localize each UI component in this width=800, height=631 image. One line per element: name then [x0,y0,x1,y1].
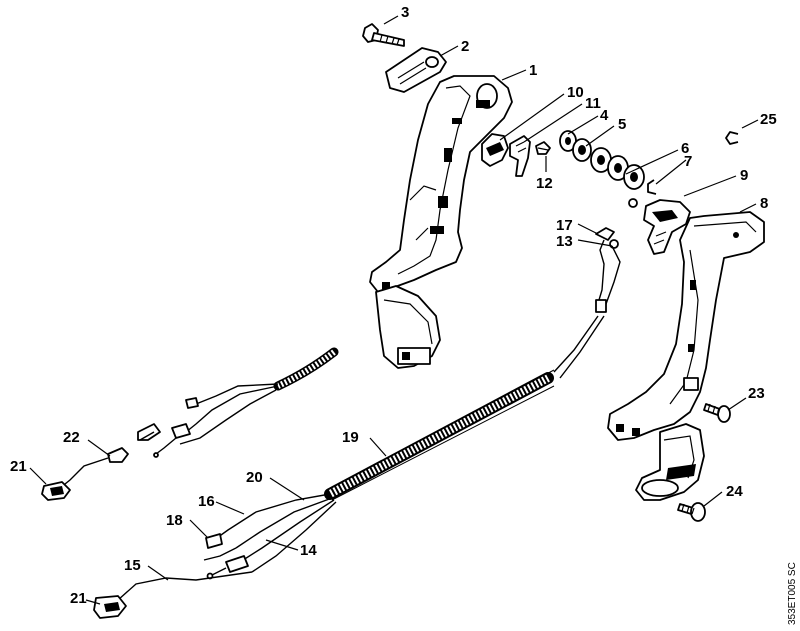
callout-20: 20 [246,469,263,486]
screw-part-12 [535,141,551,155]
callout-5: 5 [618,116,626,133]
callout-9: 9 [740,167,748,184]
lever-part-11 [509,135,531,177]
washers-parts-4-5-6 [559,130,645,190]
callout-2: 2 [461,38,469,55]
callout-13: 13 [556,233,573,250]
screw-part-24 [677,502,706,522]
callout-7: 7 [684,153,692,170]
callout-11: 11 [585,95,601,112]
callout-19: 19 [342,429,359,446]
callout-14: 14 [300,542,317,559]
callout-22: 22 [63,429,80,446]
callout-24: 24 [726,483,743,500]
callout-16: 16 [198,493,215,510]
throttle-rod-part-13 [553,227,621,379]
callout-18: 18 [166,512,183,529]
callout-8: 8 [760,195,768,212]
callout-12: 12 [536,175,553,192]
handle-half-part-1 [369,75,513,369]
handle-half-part-8 [607,211,765,501]
screw-part-3 [362,23,405,47]
callout-labels: 3 2 1 10 11 4 5 25 6 7 12 9 8 17 13 23 1… [10,4,777,607]
callout-21-upper: 21 [10,458,27,475]
clip-part-7 [647,179,657,195]
conduit-part-19 [324,369,555,501]
circlip-part-25 [725,131,739,145]
clamp-plate-part-2 [385,47,447,93]
lead-part-22 [41,447,129,501]
callout-10: 10 [567,84,584,101]
callout-6: 6 [681,140,689,157]
callout-15: 15 [124,557,141,574]
switch-part-9 [628,198,691,255]
screw-part-23 [703,403,731,423]
spring-harness [137,347,339,458]
callout-25: 25 [760,111,777,128]
callout-23: 23 [748,385,765,402]
callout-4: 4 [600,107,609,124]
document-code: 353ET005 SC [787,562,798,625]
throttle-trigger-part-10 [481,133,509,167]
callout-17: 17 [556,217,573,234]
callout-3: 3 [401,4,409,21]
callout-21-lower: 21 [70,590,87,607]
leader-lines [29,15,759,605]
callout-1: 1 [529,62,537,79]
